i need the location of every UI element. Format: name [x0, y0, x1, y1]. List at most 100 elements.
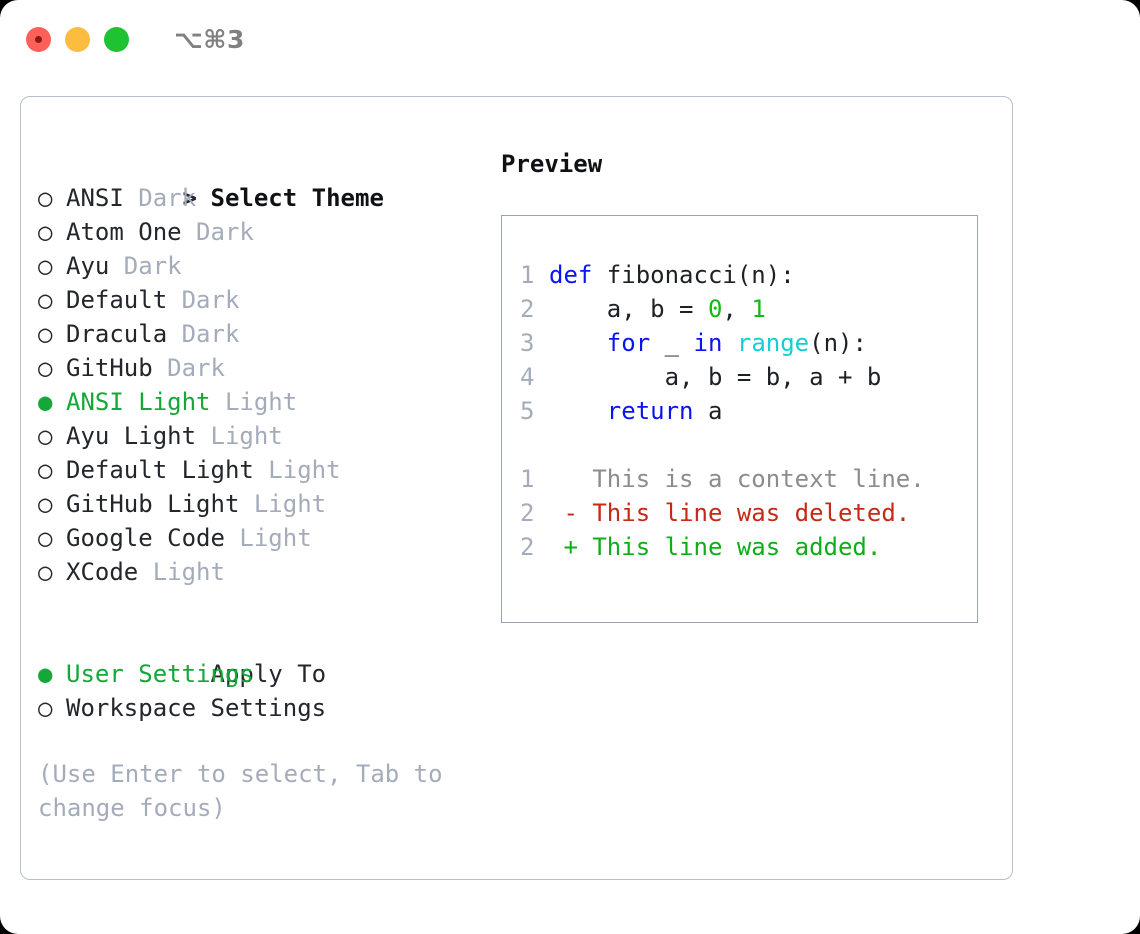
- theme-option-ansi-light[interactable]: ● ANSI Light Light: [38, 385, 478, 419]
- code-line: 2 a, b = 0, 1: [520, 292, 977, 326]
- theme-option-ayu-light[interactable]: ○Ayu Light Light: [38, 419, 478, 453]
- line-number: 4: [520, 363, 535, 391]
- maximize-button[interactable]: [104, 26, 129, 52]
- window-controls: [26, 26, 129, 52]
- code-token: [549, 329, 607, 357]
- theme-option-variant: Light: [224, 524, 312, 552]
- theme-option-variant: Light: [138, 558, 225, 586]
- code-token: ,: [722, 295, 752, 323]
- code-token: a, b = b, a + b: [549, 363, 882, 391]
- theme-option-default-light[interactable]: ○ Default Light Light: [38, 453, 478, 487]
- theme-option-label: ANSI: [66, 184, 124, 212]
- radio-unselected-icon: ○: [38, 286, 53, 314]
- theme-option-google-code[interactable]: ○ Google Code Light: [38, 521, 478, 555]
- code-token: [549, 397, 607, 425]
- code-line: 5 return a: [520, 394, 977, 428]
- apply-to-option-label: Workspace Settings: [66, 694, 327, 722]
- code-diff-separator: [520, 428, 977, 462]
- code-token: for: [606, 329, 651, 357]
- theme-option-label: Ayu Light: [66, 422, 197, 450]
- theme-option-variant: Light: [196, 422, 283, 450]
- theme-picker-card: >Select Theme ○ANSI Dark○Atom One Dark○A…: [20, 96, 1013, 880]
- code-token: _: [650, 329, 694, 357]
- theme-list-panel: >Select Theme ○ANSI Dark○Atom One Dark○A…: [38, 147, 478, 825]
- code-token: def: [549, 261, 593, 289]
- header-caret-icon: >: [182, 184, 197, 212]
- radio-unselected-icon: ○: [38, 558, 53, 586]
- theme-option-label: ANSI Light: [66, 388, 211, 416]
- preview-title: Preview: [501, 150, 603, 178]
- theme-option-variant: Light: [210, 388, 298, 416]
- diff-sample: 1 This is a context line. 2 - This line w…: [520, 462, 977, 564]
- radio-unselected-icon: ○: [38, 524, 53, 552]
- theme-option-dracula[interactable]: ○ Dracula Dark: [38, 317, 478, 351]
- code-token: in: [693, 329, 723, 357]
- apply-to-option-user-settings[interactable]: ● User Settings: [38, 657, 478, 691]
- radio-unselected-icon: ○: [38, 252, 53, 280]
- theme-option-label: GitHub: [66, 354, 153, 382]
- diff-line: 2 + This line was added.: [520, 530, 977, 564]
- code-token: a, b =: [549, 295, 708, 323]
- diff-line-text: This is a context line.: [549, 465, 925, 493]
- keyboard-shortcut-label: ⌥⌘3: [174, 24, 245, 54]
- theme-option-variant: Dark: [181, 218, 254, 246]
- theme-option-label: Google Code: [66, 524, 225, 552]
- theme-option-github-light[interactable]: ○ GitHub Light Light: [38, 487, 478, 521]
- radio-selected-icon: ●: [38, 660, 53, 688]
- theme-option-github[interactable]: ○ GitHub Dark: [38, 351, 478, 385]
- theme-option-atom-one[interactable]: ○ Atom One Dark: [38, 215, 478, 249]
- apply-to-option-workspace-settings[interactable]: ○ Workspace Settings: [38, 691, 478, 725]
- theme-option-variant: Dark: [167, 320, 240, 348]
- theme-option-variant: Light: [239, 490, 327, 518]
- code-token: 0: [707, 295, 723, 323]
- theme-option-label: Dracula: [66, 320, 168, 348]
- theme-list-header-label: Select Theme: [210, 184, 384, 212]
- radio-unselected-icon: ○: [38, 184, 53, 212]
- close-button[interactable]: [26, 26, 51, 52]
- radio-unselected-icon: ○: [38, 456, 53, 484]
- line-number: 5: [520, 397, 535, 425]
- theme-options-list: ○ANSI Dark○Atom One Dark○Ayu Dark○Defaul…: [38, 181, 478, 589]
- diff-line-text: - This line was deleted.: [549, 499, 911, 527]
- theme-option-variant: Light: [253, 456, 341, 484]
- theme-option-ansi[interactable]: ○ ANSI Dark: [38, 181, 478, 215]
- diff-line: 1 This is a context line.: [520, 462, 977, 496]
- radio-unselected-icon: ○: [38, 490, 53, 518]
- apply-to-options-list: ● User Settings ○ Workspace Settings: [38, 657, 478, 725]
- theme-option-xcode[interactable]: ○ XCode Light: [38, 555, 478, 589]
- title-bar: ⌥⌘3: [0, 0, 1140, 78]
- theme-option-variant: Dark: [123, 184, 197, 212]
- theme-option-default[interactable]: ○ Default Dark: [38, 283, 478, 317]
- theme-option-variant: Dark: [152, 354, 225, 382]
- line-number: 2: [520, 499, 535, 527]
- theme-option-label: XCode: [66, 558, 139, 586]
- minimize-button[interactable]: [65, 26, 90, 52]
- radio-unselected-icon: ○: [38, 694, 53, 722]
- radio-unselected-icon: ○: [38, 218, 53, 246]
- radio-unselected-icon: ○: [38, 354, 53, 382]
- apply-to-option-label: User Settings: [66, 660, 254, 688]
- theme-option-label: Atom One: [66, 218, 182, 246]
- apply-to-header-label: Apply To: [210, 660, 327, 688]
- code-line: 4 a, b = b, a + b: [520, 360, 977, 394]
- diff-line-text: + This line was added.: [549, 533, 882, 561]
- code-token: (n):: [809, 329, 867, 357]
- code-token: 1: [751, 295, 766, 323]
- code-line: 3 for _ in range(n):: [520, 326, 977, 360]
- theme-option-ayu[interactable]: ○Ayu Dark: [38, 249, 478, 283]
- code-token: range: [736, 329, 810, 357]
- line-number: 2: [520, 533, 535, 561]
- radio-unselected-icon: ○: [38, 320, 53, 348]
- theme-option-label: Default Light: [66, 456, 254, 484]
- section-spacer: [38, 589, 478, 623]
- theme-option-variant: Dark: [167, 286, 240, 314]
- theme-option-label: Default: [66, 286, 168, 314]
- code-token: a: [693, 397, 723, 425]
- theme-option-label: GitHub Light: [66, 490, 240, 518]
- radio-selected-icon: ●: [38, 388, 53, 416]
